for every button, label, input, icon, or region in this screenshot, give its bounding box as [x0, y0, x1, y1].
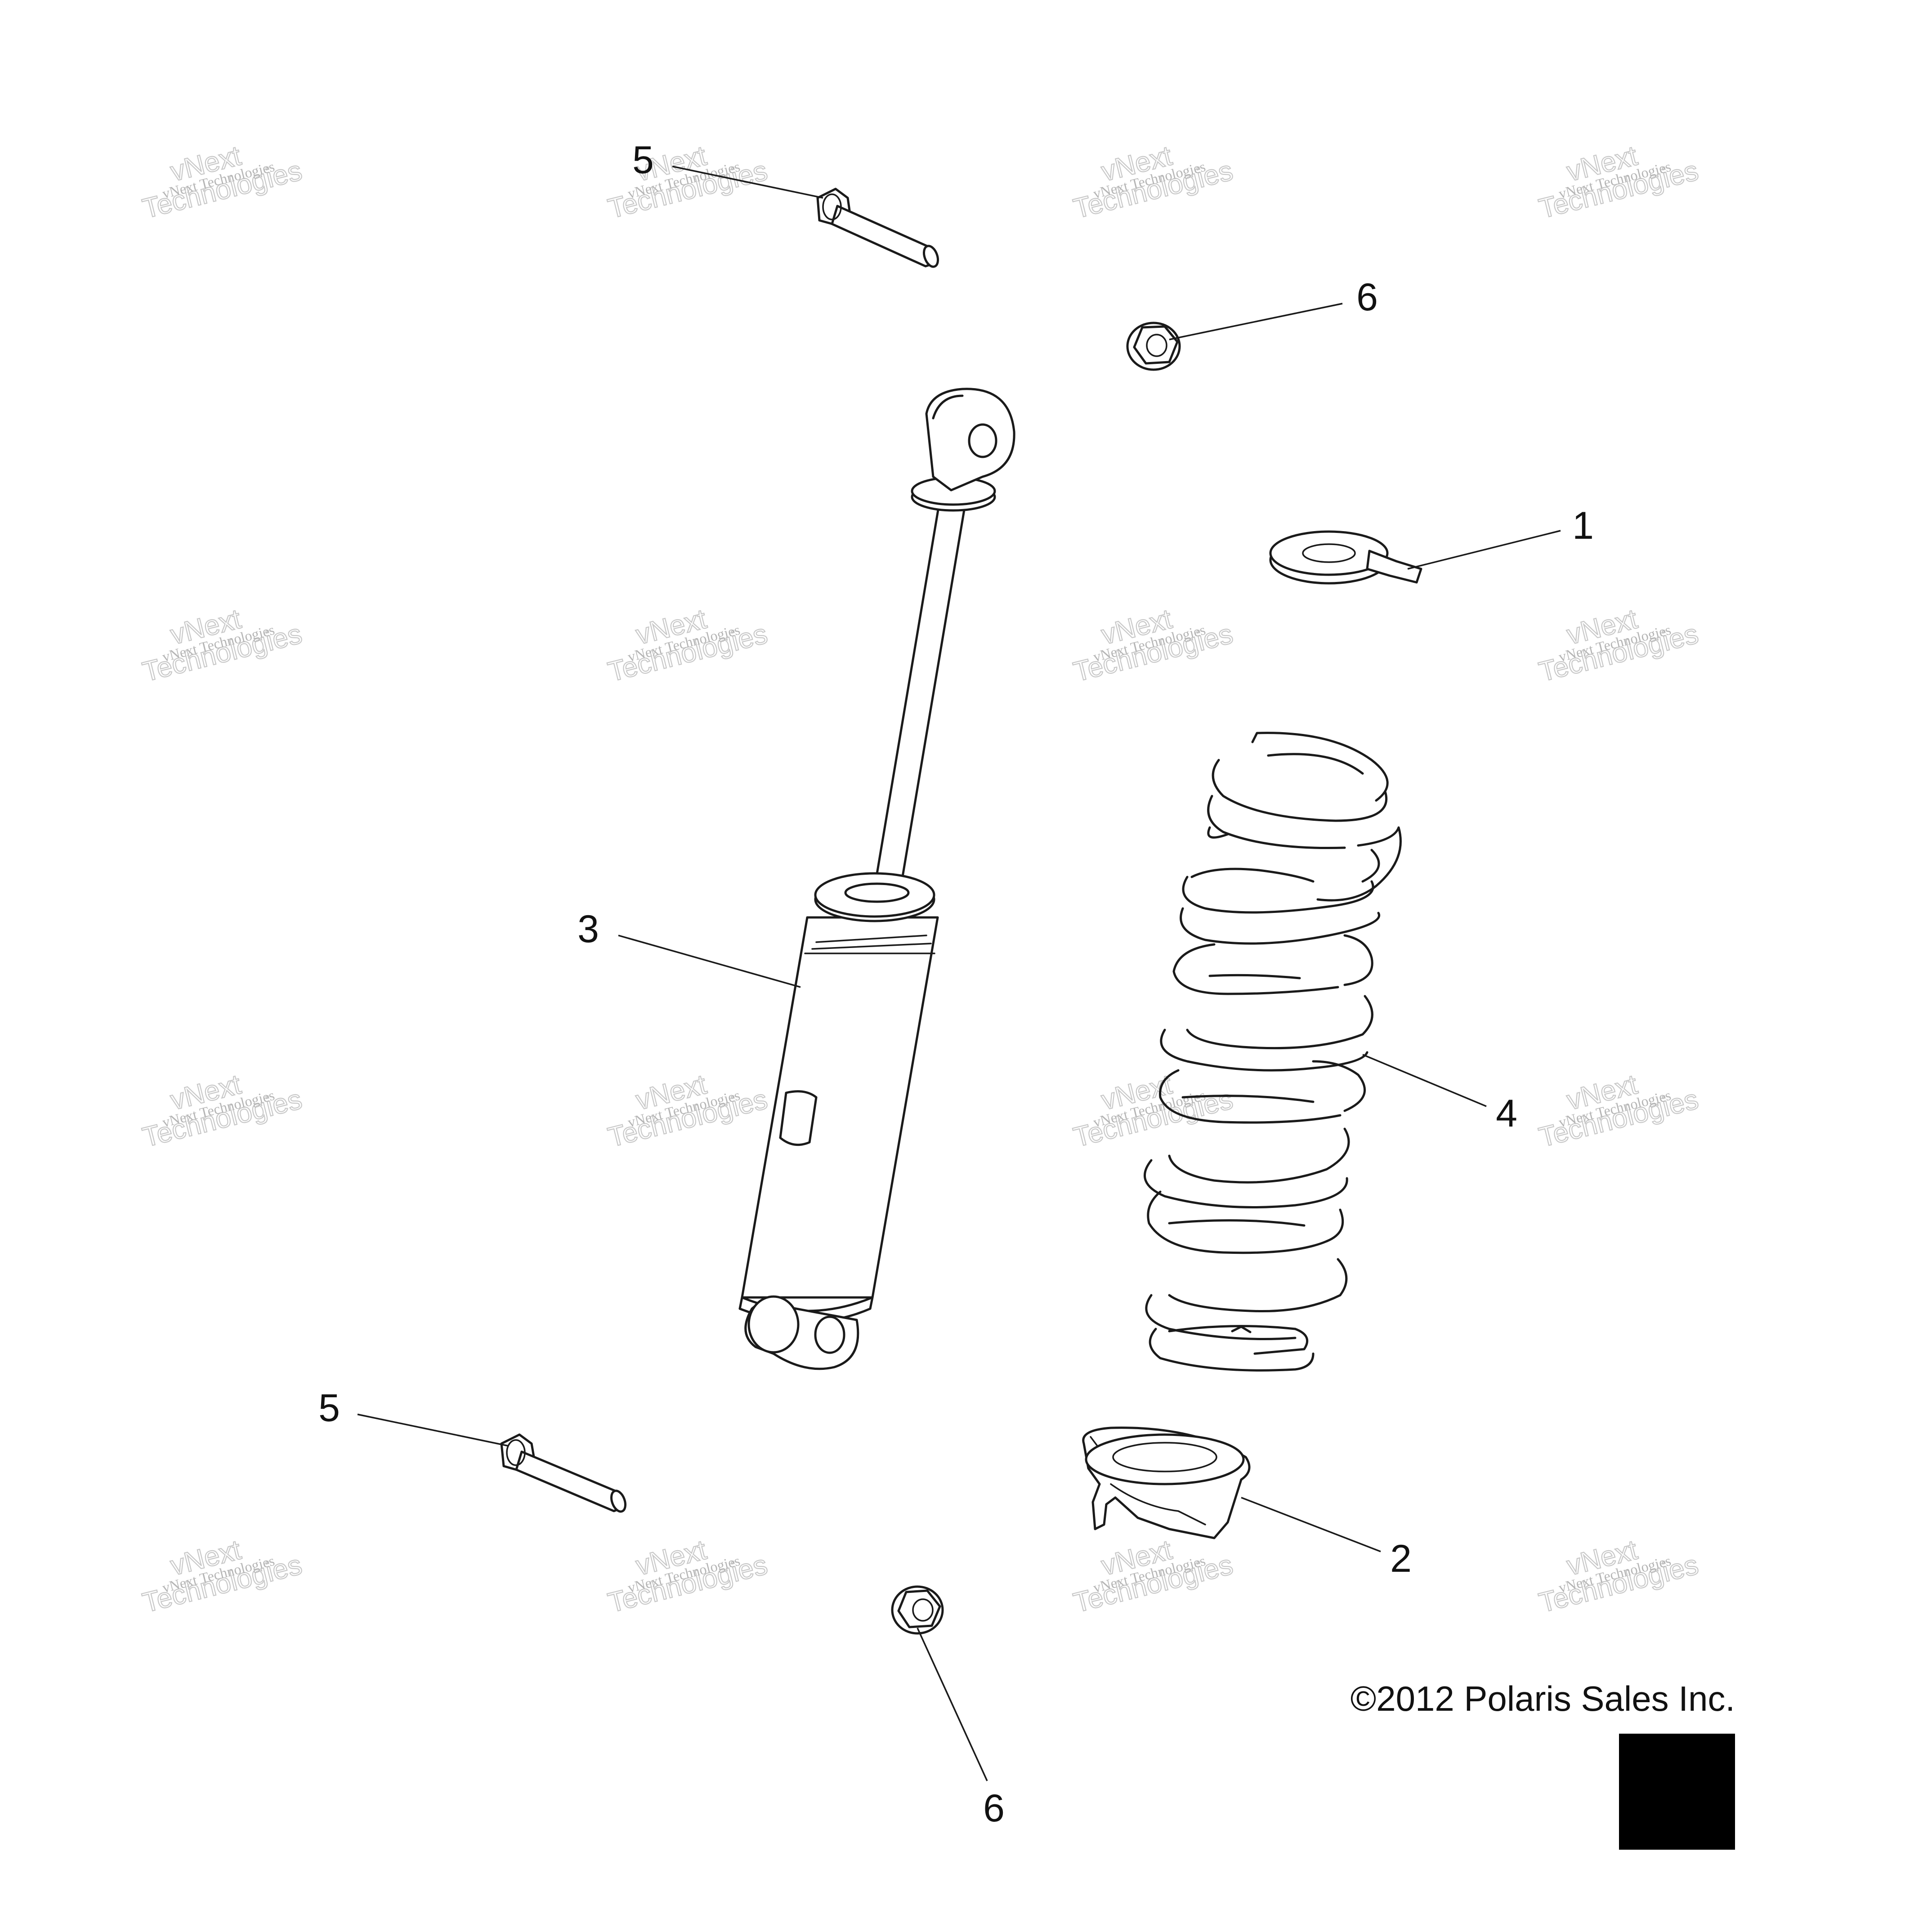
leader-1	[1407, 530, 1561, 570]
bolt-top	[816, 188, 939, 268]
copyright-notice: ©2012 Polaris Sales Inc.	[1351, 1679, 1735, 1718]
leader-3	[618, 935, 801, 988]
leader-6-bottom	[917, 1628, 988, 1781]
corner-black-square	[1619, 1734, 1735, 1850]
callout-3: 3	[577, 908, 599, 951]
upper-spring-retainer	[1269, 530, 1422, 585]
callout-5-bottom: 5	[318, 1386, 340, 1430]
coil-spring	[1144, 732, 1402, 1372]
callout-1: 1	[1572, 504, 1594, 547]
flange-nut-top	[1126, 322, 1181, 371]
bolt-bottom	[500, 1433, 627, 1513]
shock-absorber	[738, 388, 1015, 1370]
leader-4	[1362, 1054, 1487, 1107]
callout-5-top: 5	[632, 139, 654, 182]
callout-6-bottom: 6	[983, 1787, 1005, 1830]
lower-spring-retainer	[1082, 1427, 1251, 1539]
callout-labels: 1 2 3 4 5 5 6 6	[318, 139, 1594, 1830]
callout-4: 4	[1496, 1092, 1517, 1135]
leader-2	[1241, 1497, 1381, 1552]
callout-6-top: 6	[1356, 276, 1378, 319]
leader-6-top	[1169, 303, 1343, 340]
leader-5-bottom	[357, 1413, 509, 1447]
flange-nut-bottom	[891, 1585, 944, 1635]
leader-lines	[357, 165, 1561, 1781]
callout-2: 2	[1390, 1537, 1412, 1580]
leader-5-top	[672, 165, 823, 199]
